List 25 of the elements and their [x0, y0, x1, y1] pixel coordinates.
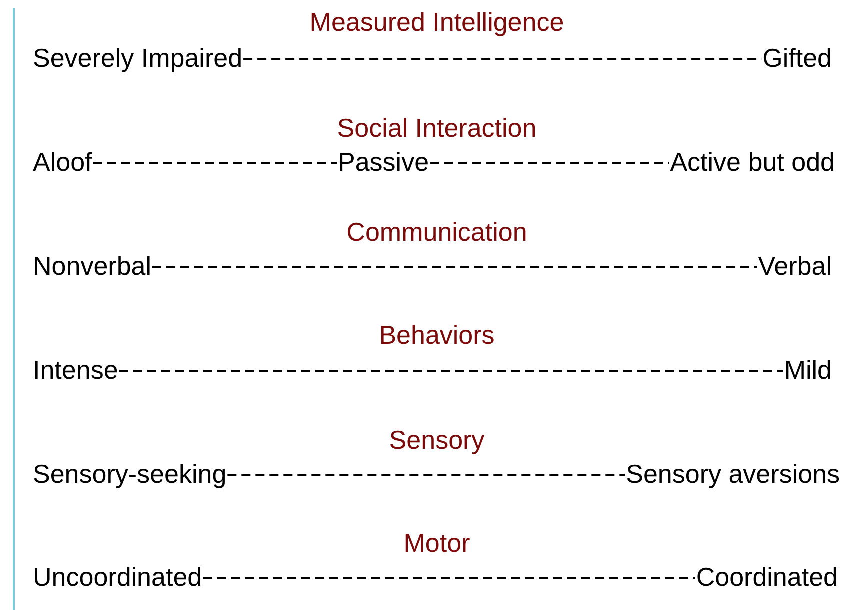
scale-endpoint-label: Uncoordinated	[33, 562, 202, 592]
scale-endpoint-label: Sensory-seeking	[33, 459, 227, 489]
category-heading: Communication	[346, 217, 528, 247]
scale-endpoint-label: Intense	[33, 355, 118, 385]
category-heading: Behaviors	[379, 320, 495, 350]
scale-endpoint-label: Active but odd	[670, 147, 835, 177]
scale-endpoint-label: Severely Impaired	[33, 43, 243, 73]
scale-endpoint-label: Coordinated	[696, 562, 838, 592]
category-heading: Motor	[404, 528, 470, 558]
scale-endpoint-label: Gifted	[762, 43, 832, 73]
scale-endpoint-label: Aloof	[33, 147, 92, 177]
dashed-line	[228, 474, 626, 476]
dashed-line	[430, 162, 670, 164]
dashed-line	[152, 266, 758, 268]
dashed-line	[119, 370, 784, 372]
dashed-line	[203, 577, 696, 579]
category-heading: Measured Intelligence	[310, 7, 564, 37]
category-heading: Sensory	[389, 425, 485, 455]
dashed-line	[93, 162, 337, 164]
category-heading: Social Interaction	[337, 113, 537, 143]
scale-endpoint-label: Passive	[338, 147, 430, 177]
scale-endpoint-label: Mild	[784, 355, 832, 385]
scale-endpoint-label: Sensory aversions	[626, 459, 840, 489]
scale-endpoint-label: Verbal	[758, 251, 832, 281]
scale-endpoint-label: Nonverbal	[33, 251, 152, 281]
